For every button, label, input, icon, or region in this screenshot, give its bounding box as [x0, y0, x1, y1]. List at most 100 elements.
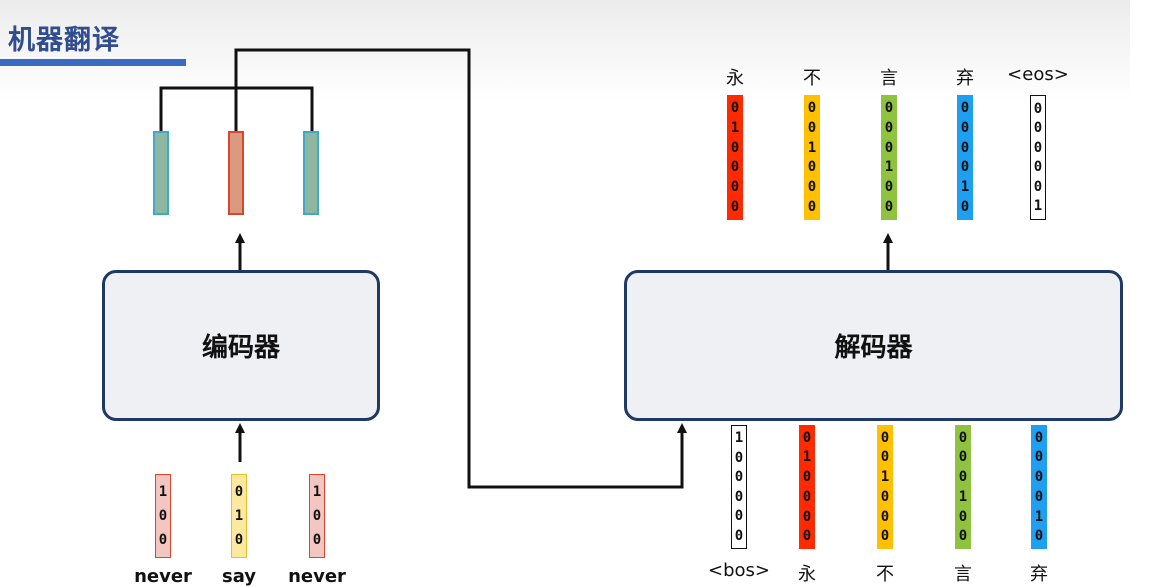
decoder-input-vector-value: 1: [802, 449, 812, 466]
decoder-output-vector-value: 0: [807, 159, 817, 176]
decoder-input-vector-value: 1: [958, 488, 968, 505]
encoder-label: 编码器: [201, 333, 280, 363]
decoder-input-vector-value: 0: [734, 449, 744, 466]
decoder-input-vector-value: 0: [1034, 449, 1044, 466]
decoder-input-vector: 1 0 0 0 0 0: [731, 425, 747, 549]
decoder-output-vector: 0 0 1 0 0 0: [804, 95, 820, 220]
decoder-output-vector-value: 0: [730, 99, 740, 116]
decoder-input-vector-value: 0: [880, 429, 890, 446]
decoder-input-vector-value: 0: [734, 488, 744, 505]
hidden-vector-3: [303, 131, 319, 215]
decoder-input-vector-value: 0: [802, 488, 812, 505]
decoder-input-vector-value: 0: [1034, 488, 1044, 505]
decoder-input-vector-value: 0: [880, 449, 890, 466]
decoder-input-vector: 0 1 0 0 0 0: [799, 425, 815, 549]
decoder-input-vector-value: 0: [880, 528, 890, 545]
decoder-input-word: 不: [876, 564, 894, 585]
decoder-input-vector-value: 0: [880, 508, 890, 525]
decoder-output-vector-value: 0: [884, 179, 894, 196]
decoder-output-vector-value: 0: [960, 159, 970, 176]
decoder-input-vector-value: 1: [880, 469, 890, 486]
decoder-output-vector-value: 0: [807, 199, 817, 216]
hidden-state-combiner: [159, 48, 687, 489]
encoder-input-vector-value: 1: [234, 508, 244, 524]
decoder-input-vector: 0 0 1 0 0 0: [877, 425, 893, 549]
decoder-output-vector-value: 0: [960, 99, 970, 116]
decoder-input-vector: 0 0 0 0 1 0: [1031, 425, 1047, 549]
decoder-output-vector-value: 0: [884, 99, 894, 116]
encoder-input-vector: 0 1 0: [231, 474, 247, 558]
decoder-input-vector-value: 0: [1034, 429, 1044, 446]
encoder-input-vector: 1 0 0: [155, 474, 171, 558]
decoder-input-vector-value: 1: [734, 430, 744, 447]
decoder-output-vector-value: 0: [884, 199, 894, 216]
decoder-output-vector-value: 0: [807, 99, 817, 116]
decoder-box: 解码器: [624, 270, 1123, 421]
decoder-output-vector-value: 1: [884, 159, 894, 176]
decoder-output-vector-value: 0: [884, 139, 894, 156]
encoder-input-vector-value: 0: [158, 508, 168, 524]
decoder-output-word: 言: [880, 68, 898, 89]
decoder-output-vector-value: 0: [730, 199, 740, 216]
decoder-output-vector-value: 1: [807, 139, 817, 156]
decoder-input-vector-value: 0: [1034, 469, 1044, 486]
page-title: 机器翻译: [8, 25, 120, 56]
encoder-input-vector-value: 0: [234, 532, 244, 548]
decoder-input-vector-value: 0: [1034, 528, 1044, 545]
decoder-output-vector-value: 0: [1033, 120, 1043, 137]
decoder-input-vector-value: 0: [802, 508, 812, 525]
decoder-input-vector-value: 0: [958, 429, 968, 446]
decoder-output-vector-value: 0: [960, 119, 970, 136]
decoder-output-word: 永: [726, 68, 744, 89]
hidden-vector-2: [228, 131, 244, 215]
decoder-input-vector-value: 1: [1034, 508, 1044, 525]
decoder-input-vector: 0 0 0 1 0 0: [955, 425, 971, 549]
encoder-input-word: say: [221, 566, 257, 587]
decoder-output-vector-value: 0: [807, 119, 817, 136]
decoder-output-vector-value: 0: [960, 199, 970, 216]
decoder-input-vector-value: 0: [734, 469, 744, 486]
decoder-output-vector-value: 0: [1033, 159, 1043, 176]
decoder-output-word: 弃: [956, 68, 974, 89]
decoder-input-vector-value: 0: [802, 469, 812, 486]
decoder-input-vector-value: 0: [958, 469, 968, 486]
encoder-input-vector-value: 0: [234, 484, 244, 500]
decoder-input-vector-value: 0: [802, 429, 812, 446]
decoder-output-vector-value: 0: [730, 179, 740, 196]
decoder-input-vector-value: 0: [958, 508, 968, 525]
decoder-output-vector-value: 0: [1033, 100, 1043, 117]
decoder-label: 解码器: [834, 333, 913, 363]
decoder-output-vector: 0 1 0 0 0 0: [727, 95, 743, 220]
title-underline: [0, 59, 186, 66]
decoder-output-vector-value: 0: [730, 159, 740, 176]
hidden-vector-1: [153, 131, 169, 215]
decoder-input-vector-value: 0: [958, 449, 968, 466]
decoder-input-word: 弃: [1030, 564, 1048, 585]
decoder-output-vector-value: 1: [730, 119, 740, 136]
decoder-output-vector-value: 0: [960, 139, 970, 156]
decoder-output-vector-value: 0: [1033, 178, 1043, 195]
decoder-input-vector-value: 0: [734, 527, 744, 544]
decoder-output-vector-value: 1: [960, 179, 970, 196]
decoder-input-vector-value: 0: [880, 488, 890, 505]
decoder-input-vector-value: 0: [802, 528, 812, 545]
encoder-input-word: never: [134, 566, 192, 587]
encoder-input-vector-value: 1: [312, 484, 322, 500]
decoder-input-vector-value: 0: [734, 508, 744, 525]
decoder-output-vector-value: 0: [807, 179, 817, 196]
encoder-input-vector-value: 1: [158, 484, 168, 500]
decoder-output-vector-value: 0: [1033, 139, 1043, 156]
encoder-input-vector-value: 0: [312, 532, 322, 548]
encoder-input-word: never: [288, 566, 346, 587]
encoder-box: 编码器: [102, 270, 380, 421]
decoder-output-vector: 0 0 0 0 1 0: [957, 95, 973, 220]
decoder-input-word: 言: [954, 564, 972, 585]
decoder-output-word: <eos>: [1007, 64, 1069, 85]
encoder-input-vector-value: 0: [158, 532, 168, 548]
decoder-output-vector-value: 0: [730, 139, 740, 156]
decoder-input-vector-value: 0: [958, 528, 968, 545]
encoder-input-vector-value: 0: [312, 508, 322, 524]
decoder-output-word: 不: [803, 68, 821, 89]
